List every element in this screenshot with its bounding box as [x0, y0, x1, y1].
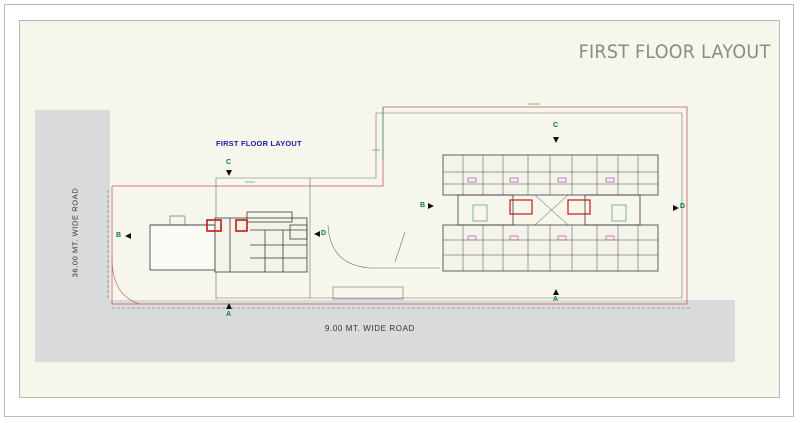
section-arrow-d-right — [673, 205, 679, 211]
section-arrow-c-left — [226, 170, 232, 176]
plot-boundary — [111, 106, 688, 305]
right-building-lift-cores — [472, 204, 627, 222]
sheet-title: FIRST FLOOR LAYOUT — [578, 41, 770, 63]
road-areas — [35, 110, 735, 362]
section-marker-d-left: D — [321, 230, 327, 237]
section-arrow-c-right — [553, 137, 559, 143]
road-surface — [35, 110, 735, 362]
section-marker-c-left: C — [226, 159, 232, 166]
plan-label: FIRST FLOOR LAYOUT — [216, 139, 302, 148]
right-building-fixtures — [467, 177, 615, 241]
right-building — [442, 154, 659, 272]
right-building-stair-highlights — [509, 199, 591, 215]
section-arrow-b-right — [428, 203, 434, 209]
section-marker-a-right: A — [553, 296, 559, 303]
section-marker-b-right: B — [420, 202, 426, 209]
section-arrow-b-left — [125, 233, 131, 239]
stair-highlights — [206, 219, 248, 232]
section-marker-a-left: A — [226, 311, 232, 318]
section-marker-d-right: D — [680, 203, 686, 210]
dimension-marks — [245, 103, 540, 183]
site-lines — [107, 112, 690, 309]
section-arrow-a-right — [553, 289, 559, 295]
section-marker-c-right: C — [553, 122, 559, 129]
road-label-vertical: 36.00 MT. WIDE ROAD — [70, 187, 80, 278]
road-label-horizontal: 9.00 MT. WIDE ROAD — [325, 324, 415, 333]
left-building — [149, 211, 308, 273]
right-building-partitions — [443, 155, 658, 271]
section-marker-b-left: B — [116, 232, 122, 239]
section-arrow-a-left — [226, 303, 232, 309]
section-arrows — [125, 137, 679, 309]
section-arrow-d-left — [314, 231, 320, 237]
